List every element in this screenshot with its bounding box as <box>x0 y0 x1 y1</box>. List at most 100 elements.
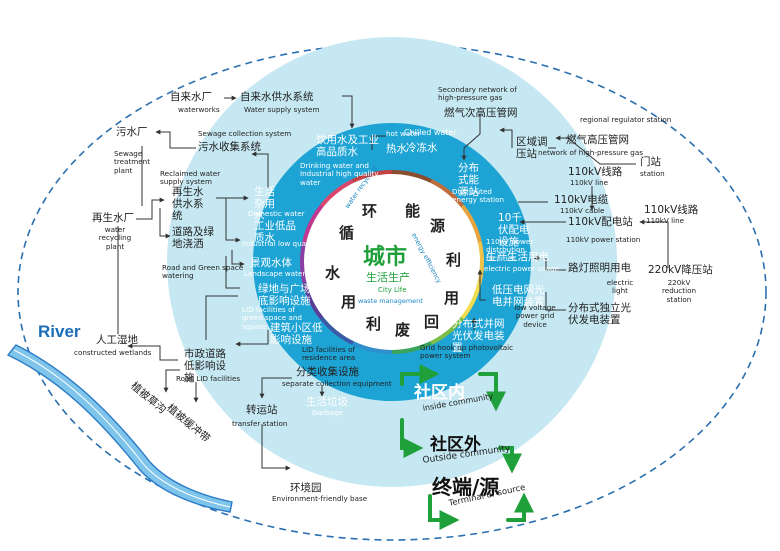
label-supply-en: Water supply system <box>244 105 320 114</box>
ring-char-xun: 循 <box>339 224 355 242</box>
cycle-arrow-terminal-left <box>428 494 460 530</box>
label-garbage-zh: 生活垃圾 <box>306 396 348 408</box>
label-dist10-en: 110kV power distrbution facilities <box>486 237 534 263</box>
ring-char-yong: 用 <box>444 289 460 307</box>
label-sewage-collection-en: Sewage collection system <box>198 129 292 138</box>
label-domestic-en: Domestic water <box>248 209 305 218</box>
label-reduction-zh: 220kV降压站 <box>648 264 713 276</box>
community-cycle-arrows <box>400 364 534 530</box>
label-hot-en: hot water <box>386 129 421 138</box>
label-transfer-en: transfer station <box>232 419 288 428</box>
label-transfer-zh: 转运站 <box>246 404 278 416</box>
label-sewage-collection-zh: 污水收集系统 <box>198 141 261 153</box>
label-landscape-zh: 景观水体 <box>250 257 292 269</box>
label-gas-network-en: network of high-pressure gas <box>538 148 643 157</box>
arrow-supply-drinking <box>342 95 355 129</box>
label-residence-en: LID facilities of residence area <box>302 345 356 363</box>
label-base-zh: 环境园 <box>290 482 322 494</box>
label-pvgrid-zh: 分布式并网光伏发电装置 <box>452 318 505 355</box>
arrow-gate <box>555 135 636 165</box>
label-reclaimed-supply-zh: 再生水供水系统 <box>172 186 204 223</box>
label-sewage-plant-zh: 污水厂 <box>116 126 148 138</box>
arrow-residence-road <box>235 330 269 347</box>
arrow-transfer-base <box>261 424 291 471</box>
label-landscape-en: Landscape water <box>244 269 306 278</box>
label-base-en: Environment-friendly base <box>272 494 368 503</box>
label-gate-zh: 门站 <box>640 156 661 168</box>
label-cable110-en: 110kV cable <box>560 206 605 215</box>
label-regulator-zh: 区域调压站 <box>516 136 548 161</box>
label-reduction-en: 220kV reduction station <box>661 278 697 304</box>
label-hp-network-zh: 燃气次高压管网 <box>444 107 518 119</box>
arrow-sewage-plant <box>155 129 196 149</box>
ring-char-yong2: 用 <box>341 293 357 311</box>
label-standalone-pv-zh: 分布式独立光伏发电装置 <box>568 302 631 327</box>
label-domestic-zh: 生活杂用水 <box>254 186 275 223</box>
label-line220-en: 110kV line <box>646 216 685 225</box>
arrow-street-light <box>533 255 566 271</box>
label-waterworks-zh: 自来水厂 <box>170 91 212 103</box>
ring-char-fei: 废 <box>395 321 411 339</box>
label-regulator-en: regional regulator station <box>580 115 672 124</box>
cycle-arrow-terminal-right <box>506 492 534 522</box>
arrow-road-ditch <box>163 369 180 393</box>
label-line110-zh: 110kV线路 <box>568 166 623 178</box>
label-inside-community-zh: 社区内 <box>414 383 465 403</box>
label-dist10-zh: 10千伏配电设施 <box>498 212 530 249</box>
center-subtitle-en: City Life <box>378 286 407 294</box>
label-substation110-en: 110kV power station <box>566 235 641 244</box>
label-gate-en: station <box>640 169 665 178</box>
center-title: 城市 <box>363 245 408 270</box>
label-green-square-zh: 绿地与广场底影响设施 <box>258 283 311 308</box>
cycle-arrow-inside-left <box>400 418 424 458</box>
label-garbage-en: Garbage <box>312 408 343 417</box>
cycle-arrow-inside-top <box>400 364 440 386</box>
label-substation110-zh: 110kV配电站 <box>568 216 633 228</box>
label-cable110-zh: 110kV电缆 <box>554 194 609 206</box>
ring-char-hui: 回 <box>424 313 440 331</box>
label-road-lid-en: Road LID facilities <box>176 374 241 383</box>
label-waterworks-en: waterworks <box>178 105 220 114</box>
label-recycling-plant-zh: 再生水厂 <box>92 212 134 224</box>
label-hp-network-en: Secondary network of high-pressure gas <box>438 85 517 103</box>
connectors <box>117 95 669 471</box>
ring-en-waste-management: waste management <box>358 297 423 305</box>
ring-char-yuan: 源 <box>430 217 446 235</box>
cycle-arrow-outside <box>498 446 522 474</box>
label-hot-zh: 热水 <box>386 143 407 155</box>
ring-char-neng: 能 <box>405 202 421 220</box>
label-recycling-plant-en: water recycling plant <box>98 225 132 251</box>
label-pvgrid-en: Grid hook up photovoltaic power system <box>420 343 514 361</box>
label-chilled-en: Chilled water <box>404 128 457 137</box>
label-chilled-zh: 冷冻水 <box>406 142 438 154</box>
ring-char-li: 利 <box>446 251 462 269</box>
arrow-landscape <box>231 250 245 267</box>
arrow-recycling-reclaimed <box>136 197 165 220</box>
arrow-gas-network <box>461 114 481 161</box>
label-river: River <box>38 322 81 341</box>
arrow-road-wetland <box>127 343 178 361</box>
ring-char-huan: 环 <box>362 202 378 220</box>
arrow-reclaimed-industrial <box>225 198 241 243</box>
label-road-green-en: Road and Green space watering <box>162 263 244 281</box>
label-distributed-zh: 分布式能源站 <box>458 162 479 199</box>
label-supply-zh: 自来水供水系统 <box>240 91 314 103</box>
label-usage-en: electric power usage <box>484 264 559 273</box>
river-shape-inner <box>13 349 231 508</box>
label-wetland-zh: 人工湿地 <box>96 334 138 346</box>
arrow-separate-transfer <box>259 377 292 399</box>
label-lowgrid-zh: 低压电网光电并网装置 <box>492 284 545 309</box>
arrow-to-green-square <box>225 256 240 289</box>
label-wetland-en: constructed wetlands <box>74 348 152 357</box>
arrow-domestic-sewage <box>251 151 269 188</box>
white-core <box>320 190 464 334</box>
cycle-arrow-inside-right <box>478 372 506 412</box>
label-terminal-zh: 终端/源 <box>432 475 500 499</box>
label-residence-zh: 建筑小区低影响设施 <box>270 322 323 347</box>
label-road-lid-zh: 市政道路低影响设施 <box>184 348 226 385</box>
label-lowgrid-en: low voltage power grid device <box>514 303 556 329</box>
ring-char-li2: 利 <box>366 315 382 333</box>
label-separate-zh: 分类收集设施 <box>296 366 359 378</box>
label-line110-en: 110kV line <box>570 178 609 187</box>
